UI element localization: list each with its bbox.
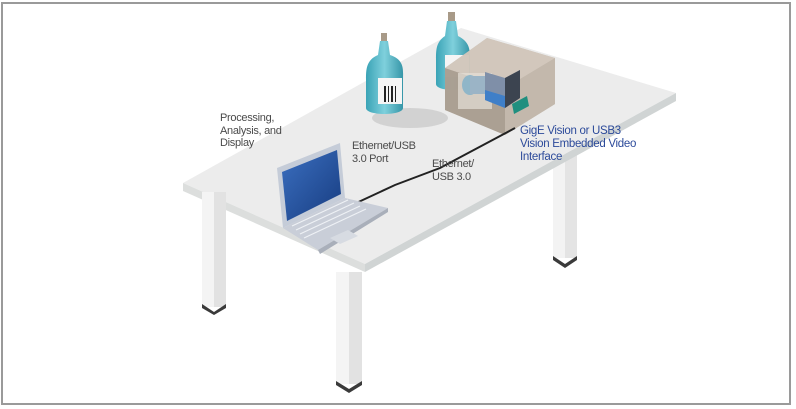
table-leg-front-left	[202, 192, 226, 315]
table-leg-front-center	[336, 272, 362, 393]
camera	[462, 70, 529, 114]
ethernet-usb-cable	[351, 127, 516, 206]
table-leg-back-right	[553, 150, 577, 268]
label-interface: GigE Vision or USB3 Vision Embedded Vide…	[520, 125, 637, 163]
label-port: Ethernet/USB 3.0 Port	[352, 140, 416, 165]
label-processing: Processing, Analysis, and Display	[220, 112, 282, 149]
laptop	[277, 143, 388, 254]
bottle-left	[366, 33, 404, 114]
label-cable: Ethernet/ USB 3.0	[432, 158, 474, 183]
camera-connector	[512, 96, 529, 114]
